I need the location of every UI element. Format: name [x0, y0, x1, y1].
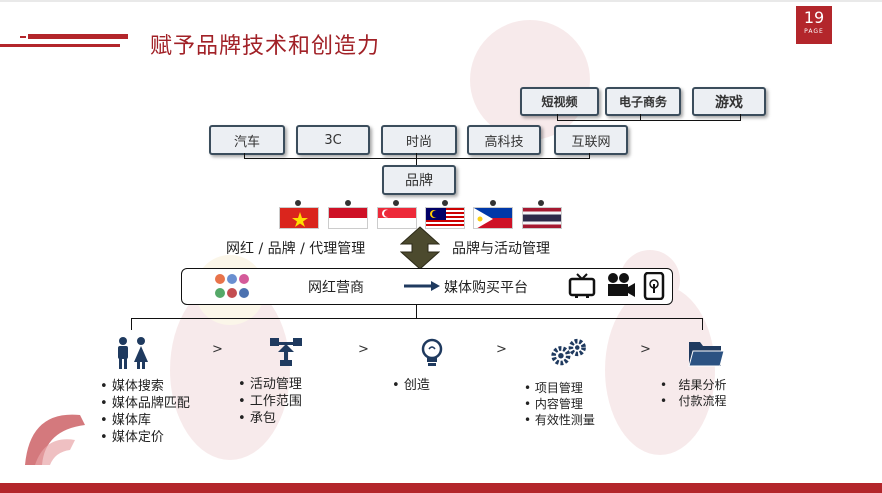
category-box-games: 游戏 — [692, 87, 766, 116]
connector-line — [640, 114, 641, 121]
bottom-bar — [0, 483, 882, 493]
connector-line — [416, 304, 417, 319]
flag-pin — [490, 200, 496, 206]
list-item: • 有效性测量 — [524, 413, 595, 427]
step-list-campaign: • 活动管理 • 工作范围 • 承包 — [238, 376, 302, 427]
connector-line — [416, 153, 417, 165]
gears-icon — [551, 338, 586, 366]
smartphone-touch-icon — [643, 272, 665, 300]
brand-box: 品牌 — [382, 165, 456, 195]
malaysia-flag — [425, 207, 465, 229]
film-camera-icon — [608, 273, 635, 297]
category-box-ecommerce: 电子商务 — [605, 87, 681, 116]
industry-box-3c: 3C — [296, 125, 370, 155]
right-management-label: 品牌与活动管理 — [452, 241, 550, 257]
list-item: • 付款流程 — [660, 394, 727, 408]
title-deco-line — [0, 44, 120, 47]
network-icon — [270, 338, 302, 366]
page-label: PAGE — [804, 28, 824, 35]
list-item: • 媒体品牌匹配 — [100, 396, 190, 411]
influencer-avatars-icon — [215, 274, 249, 298]
corner-logo — [25, 414, 85, 465]
connector-line — [702, 318, 703, 330]
list-item: • 创造 — [392, 378, 430, 393]
flag-pin — [295, 200, 301, 206]
industry-box-internet: 互联网 — [554, 125, 628, 155]
step-separator: > — [496, 342, 507, 357]
singapore-flag — [377, 207, 417, 229]
double-arrow-icon — [400, 226, 440, 270]
list-item: • 项目管理 — [524, 381, 583, 395]
step-list-project: • 项目管理 • 内容管理 • 有效性测量 — [524, 380, 595, 428]
tv-icon — [568, 273, 596, 298]
step-list-media: • 媒体搜索 • 媒体品牌匹配 • 媒体库 • 媒体定价 — [100, 378, 190, 446]
left-management-label: 网红 / 品牌 / 代理管理 — [226, 241, 366, 257]
lightbulb-icon — [421, 338, 443, 366]
connector-line — [740, 114, 741, 121]
connector-line — [131, 318, 132, 330]
page-number: 19 — [803, 8, 825, 27]
connector-line — [244, 153, 245, 159]
step-list-creation: • 创造 — [392, 377, 430, 394]
connector-line — [131, 318, 703, 319]
list-item: • 活动管理 — [238, 377, 302, 392]
connector-line — [557, 120, 741, 121]
flag-pin — [393, 200, 399, 206]
people-icon — [118, 337, 148, 369]
category-box-short-video: 短视频 — [520, 87, 599, 116]
list-item: • 媒体定价 — [100, 430, 164, 445]
list-item: • 内容管理 — [524, 397, 583, 411]
connector-line — [589, 153, 590, 159]
right-arrow-icon — [404, 281, 440, 291]
step-separator: > — [212, 342, 223, 357]
media-buying-label: 媒体购买平台 — [444, 280, 528, 296]
list-item: • 工作范围 — [238, 394, 302, 409]
influencer-commerce-label: 网红营商 — [308, 280, 364, 296]
connector-line — [244, 158, 590, 159]
page-title: 赋予品牌技术和创造力 — [150, 34, 381, 59]
industry-box-hightech: 高科技 — [467, 125, 541, 155]
list-item: • 媒体库 — [100, 413, 151, 428]
step-separator: > — [640, 342, 651, 357]
philippines-flag — [473, 207, 513, 229]
title-deco-line — [28, 34, 128, 39]
page-number-badge: 19 PAGE — [796, 6, 832, 44]
folder-icon — [688, 342, 725, 367]
title-deco-dash — [20, 36, 26, 38]
list-item: • 承包 — [238, 411, 276, 426]
flag-pin — [345, 200, 351, 206]
thailand-flag — [522, 207, 562, 229]
list-item: • 媒体搜索 — [100, 379, 164, 394]
indonesia-flag — [328, 207, 368, 229]
top-border — [0, 0, 882, 2]
step-separator: > — [358, 342, 369, 357]
vietnam-flag — [279, 207, 319, 229]
flag-pin — [538, 200, 544, 206]
flag-pin — [442, 200, 448, 206]
industry-box-auto: 汽车 — [209, 125, 285, 155]
connector-line — [557, 114, 558, 121]
list-item: • 结果分析 — [660, 378, 727, 392]
step-list-results: • 结果分析 • 付款流程 — [660, 377, 727, 409]
industry-box-fashion: 时尚 — [381, 125, 457, 155]
